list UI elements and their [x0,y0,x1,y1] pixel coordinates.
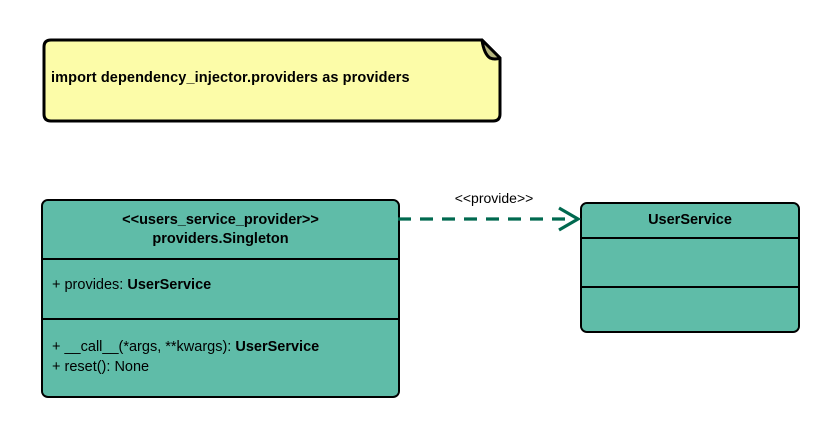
attribute-label: + provides: [52,277,128,293]
operation-label: + __call__(*args, **kwargs): [52,339,236,355]
class-attributes-compartment: + provides: UserService [43,258,398,318]
class-operations-compartment [582,286,798,331]
attribute-row: + provides: UserService [52,275,398,295]
class-stereotype: <<users_service_provider>> [122,212,319,228]
note-shape [42,38,502,123]
note-import-statement: import dependency_injector.providers as … [40,38,502,123]
operation-row: + __call__(*args, **kwargs): UserService [52,337,398,357]
operation-row: + reset(): None [52,357,398,377]
note-text: import dependency_injector.providers as … [51,70,410,86]
class-attributes-compartment [582,237,798,286]
class-box-users-service-provider[interactable]: <<users_service_provider>> providers.Sin… [41,199,400,398]
attribute-type: UserService [127,277,212,293]
arrowhead-open-icon [558,206,582,232]
operation-type: UserService [235,339,320,355]
class-header-users-service-provider: <<users_service_provider>> providers.Sin… [43,201,398,258]
class-name: UserService [648,212,732,228]
class-box-user-service[interactable]: UserService [580,202,800,333]
operation-label: + reset(): None [52,359,150,375]
class-header-user-service: UserService [582,204,798,237]
class-name: providers.Singleton [152,231,289,247]
connector-label: <<provide>> [454,190,534,206]
class-operations-compartment: + __call__(*args, **kwargs): UserService… [43,318,398,395]
